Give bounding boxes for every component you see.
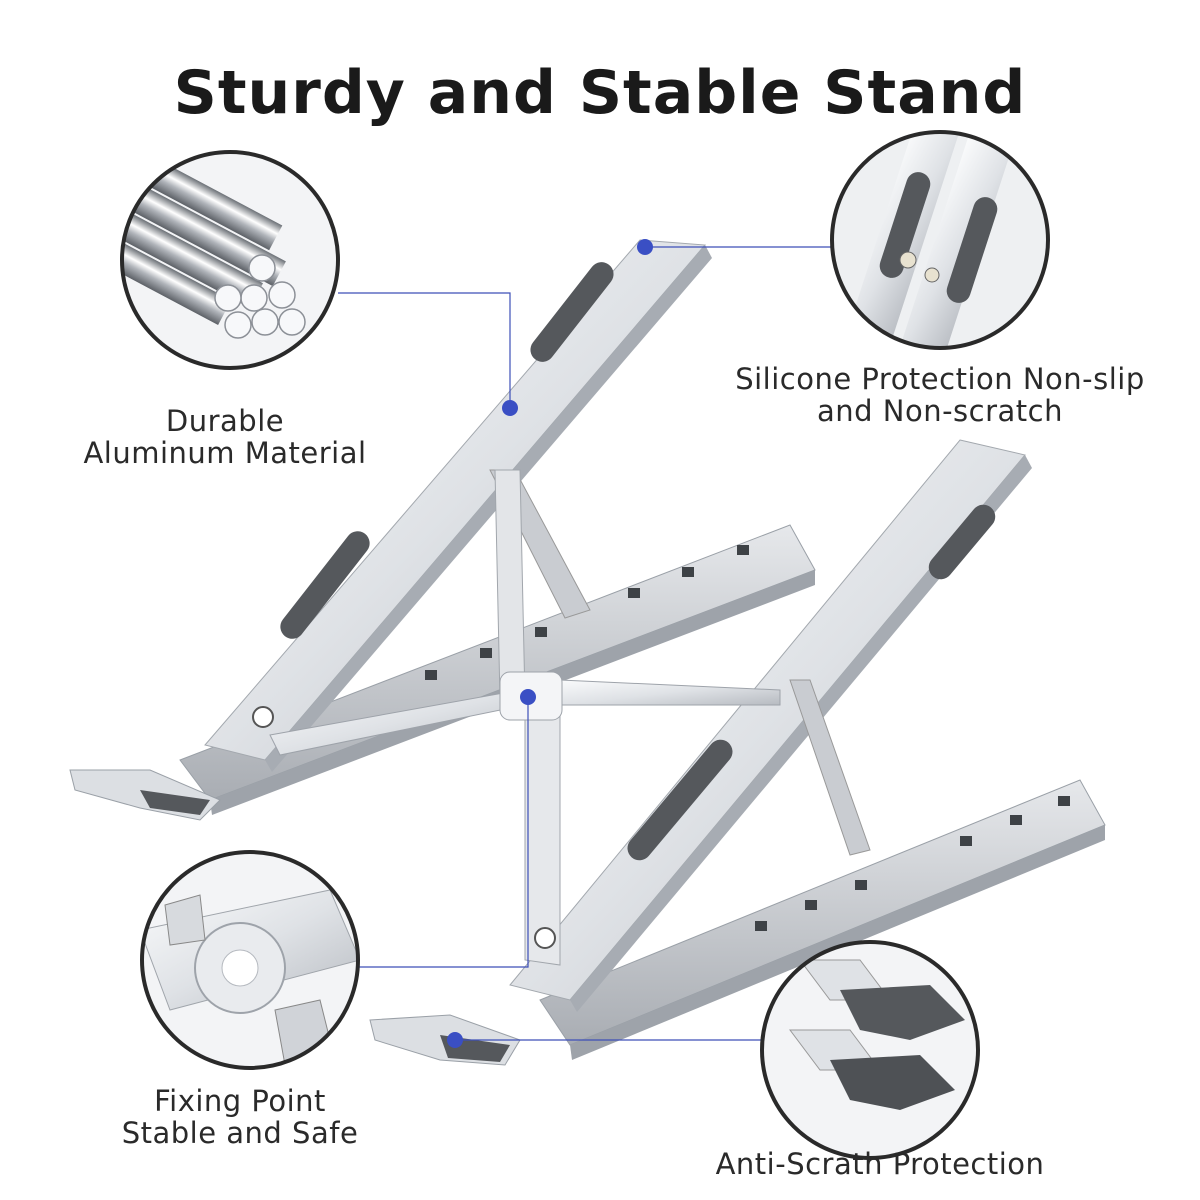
feature-label-aluminum: Durable Aluminum Material (60, 405, 390, 469)
feature-anti-scratch-line1: Anti-Scrath Protection (715, 1147, 1045, 1181)
callout-line-fixing (355, 697, 529, 968)
feature-label-anti-scratch: Anti-Scrath Protection (690, 1148, 1070, 1180)
callout-dots (447, 239, 653, 1048)
detail-anti-scratch-feet (760, 940, 980, 1160)
feature-silicone-line1: Silicone Protection Non-slip (735, 362, 1145, 396)
feature-aluminum-line1: Durable (165, 404, 285, 438)
feature-fixing-line2: Stable and Safe (121, 1116, 359, 1150)
callout-lines (338, 246, 832, 1041)
callout-dot-aluminum (502, 400, 518, 416)
callout-line-aluminum (338, 292, 511, 408)
callout-dot-anti-scratch (447, 1032, 463, 1048)
feature-aluminum-line2: Aluminum Material (83, 436, 367, 470)
detail-fixing-point (140, 850, 360, 1070)
feature-label-fixing: Fixing Point Stable and Safe (90, 1085, 390, 1149)
feature-silicone-line2: and Non-scratch (817, 394, 1063, 428)
detail-aluminum-rods (120, 150, 340, 370)
feature-label-silicone: Silicone Protection Non-slip and Non-scr… (705, 363, 1175, 427)
feature-fixing-line1: Fixing Point (154, 1084, 326, 1118)
callout-dot-silicone (637, 239, 653, 255)
front-stand (369, 439, 1106, 1066)
detail-silicone-pads (830, 130, 1050, 350)
page-title: Sturdy and Stable Stand (173, 58, 1027, 128)
callout-dot-fixing (520, 689, 536, 705)
